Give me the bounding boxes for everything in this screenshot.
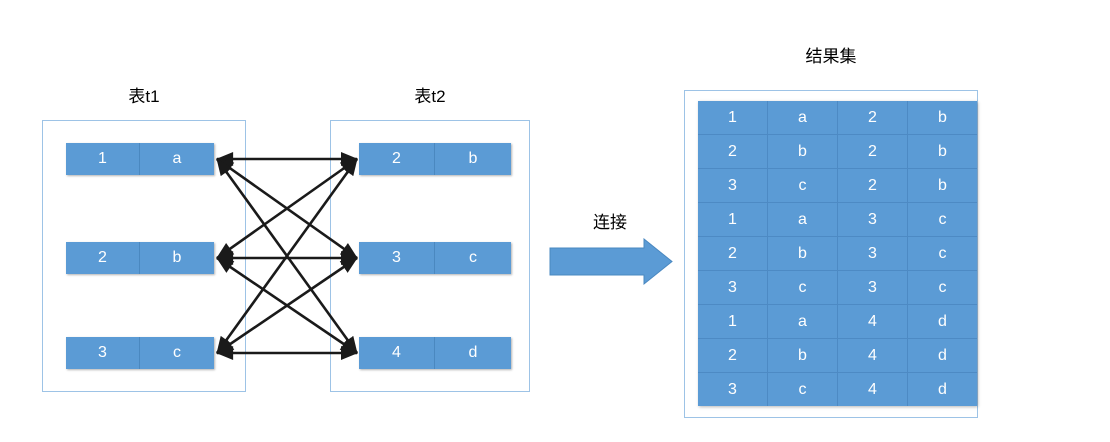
join-block-arrow — [549, 238, 673, 286]
t1-row-1[interactable]: 1 a — [66, 143, 214, 175]
t2-row-1-value: b — [435, 143, 511, 175]
result-cell: 4 — [837, 338, 908, 373]
result-cell: 3 — [837, 270, 908, 305]
result-cell: 1 — [698, 101, 768, 135]
result-set-caption: 结果集 — [805, 47, 857, 66]
t1-row-3[interactable]: 3 c — [66, 337, 214, 369]
t1-row-1-id: 1 — [66, 143, 140, 175]
t1-row-2[interactable]: 2 b — [66, 242, 214, 274]
result-cell: 3 — [837, 202, 908, 237]
result-cell: 2 — [698, 134, 768, 169]
result-cell: b — [907, 134, 977, 169]
result-cell: b — [907, 168, 977, 203]
t1-row-2-value: b — [140, 242, 214, 274]
t1-row-2-id: 2 — [66, 242, 140, 274]
t2-row-2-value: c — [435, 242, 511, 274]
t2-row-2-id: 3 — [359, 242, 435, 274]
t1-row-3-value: c — [140, 337, 214, 369]
result-cell: c — [907, 236, 977, 271]
t1-row-3-id: 3 — [66, 337, 140, 369]
result-cell: 2 — [837, 134, 908, 169]
result-cell: d — [907, 338, 977, 373]
t1-row-1-value: a — [140, 143, 214, 175]
result-cell: b — [907, 101, 977, 135]
result-cell: a — [767, 202, 838, 237]
result-cell: a — [767, 101, 838, 135]
result-cell: 2 — [837, 101, 908, 135]
t2-row-3-id: 4 — [359, 337, 435, 369]
result-cell: d — [907, 372, 977, 406]
result-cell: b — [767, 338, 838, 373]
table-t1-caption: 表t1 — [128, 87, 160, 106]
result-cell: b — [767, 134, 838, 169]
result-cell: c — [907, 270, 977, 305]
result-cell: 3 — [837, 236, 908, 271]
table-t2-caption: 表t2 — [414, 87, 446, 106]
result-cell: c — [767, 372, 838, 406]
result-cell: c — [907, 202, 977, 237]
result-cell: 3 — [698, 270, 768, 305]
result-cell: 2 — [837, 168, 908, 203]
result-cell: 2 — [698, 338, 768, 373]
result-cell: 2 — [698, 236, 768, 271]
result-cell: 4 — [837, 372, 908, 406]
connector-line — [216, 256, 358, 355]
result-cell: 1 — [698, 304, 768, 339]
result-cell: 3 — [698, 168, 768, 203]
t2-row-2[interactable]: 3 c — [359, 242, 511, 274]
result-cell: d — [907, 304, 977, 339]
t2-row-3[interactable]: 4 d — [359, 337, 511, 369]
result-cell: c — [767, 168, 838, 203]
result-cell: 4 — [837, 304, 908, 339]
result-cell: 3 — [698, 372, 768, 406]
t2-row-1[interactable]: 2 b — [359, 143, 511, 175]
result-cell: 1 — [698, 202, 768, 237]
result-cell: b — [767, 236, 838, 271]
t2-row-1-id: 2 — [359, 143, 435, 175]
join-label: 连接 — [593, 213, 627, 232]
result-cell: c — [767, 270, 838, 305]
t2-row-3-value: d — [435, 337, 511, 369]
result-cell: a — [767, 304, 838, 339]
